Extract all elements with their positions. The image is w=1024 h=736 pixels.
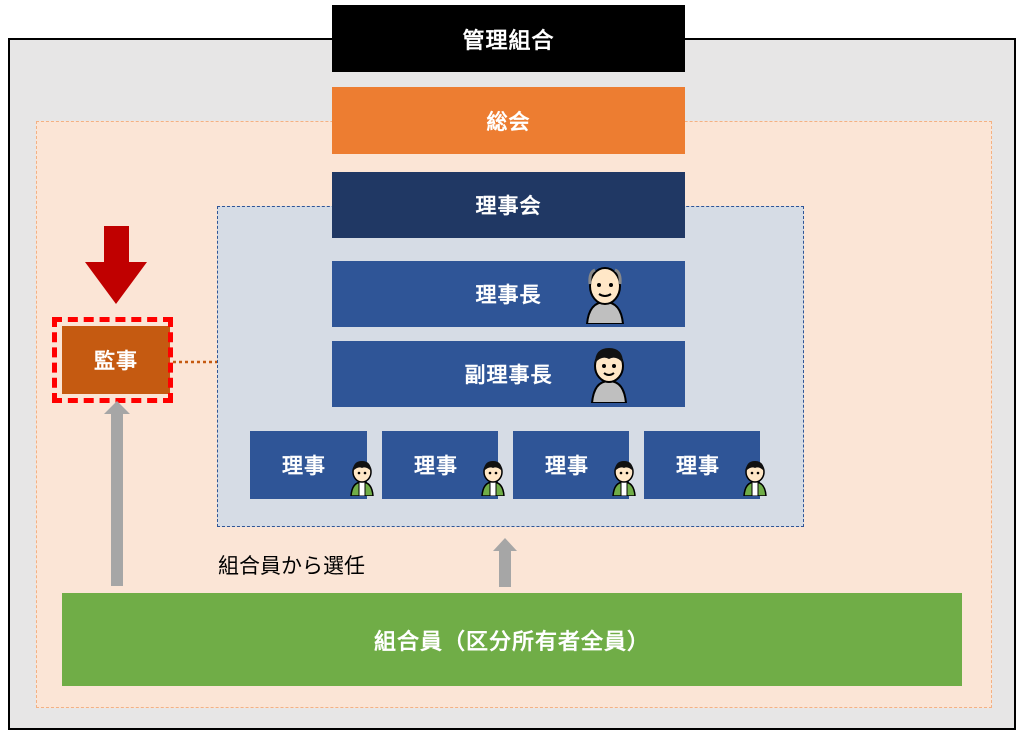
director-box: 理事 xyxy=(513,431,629,499)
chairman-box: 理事長 xyxy=(332,261,685,327)
director-box: 理事 xyxy=(250,431,367,499)
elderly-person-icon xyxy=(585,267,625,324)
vice-chairman-label: 副理事長 xyxy=(464,363,553,387)
director-box: 理事 xyxy=(644,431,760,499)
director-label: 理事 xyxy=(414,454,458,478)
director-label: 理事 xyxy=(545,454,589,478)
auditor-highlight-frame xyxy=(52,317,173,403)
management-association-title: 管理組合 xyxy=(332,5,685,72)
director-label: 理事 xyxy=(282,454,326,478)
board-box: 理事会 xyxy=(332,172,685,238)
staff-person-icon xyxy=(612,461,636,496)
members-box: 組合員（区分所有者全員） xyxy=(62,593,962,686)
election-note: 組合員から選任 xyxy=(218,554,365,578)
staff-person-icon xyxy=(481,461,505,496)
vice-chairman-box: 副理事長 xyxy=(332,341,685,407)
general-meeting-box: 総会 xyxy=(332,87,685,154)
director-box: 理事 xyxy=(382,431,498,499)
chairman-label: 理事長 xyxy=(475,283,542,307)
staff-person-icon xyxy=(350,461,374,496)
auditor-box: 監事 xyxy=(62,326,170,394)
director-label: 理事 xyxy=(676,454,720,478)
person-icon xyxy=(590,348,628,403)
staff-person-icon xyxy=(743,461,767,496)
